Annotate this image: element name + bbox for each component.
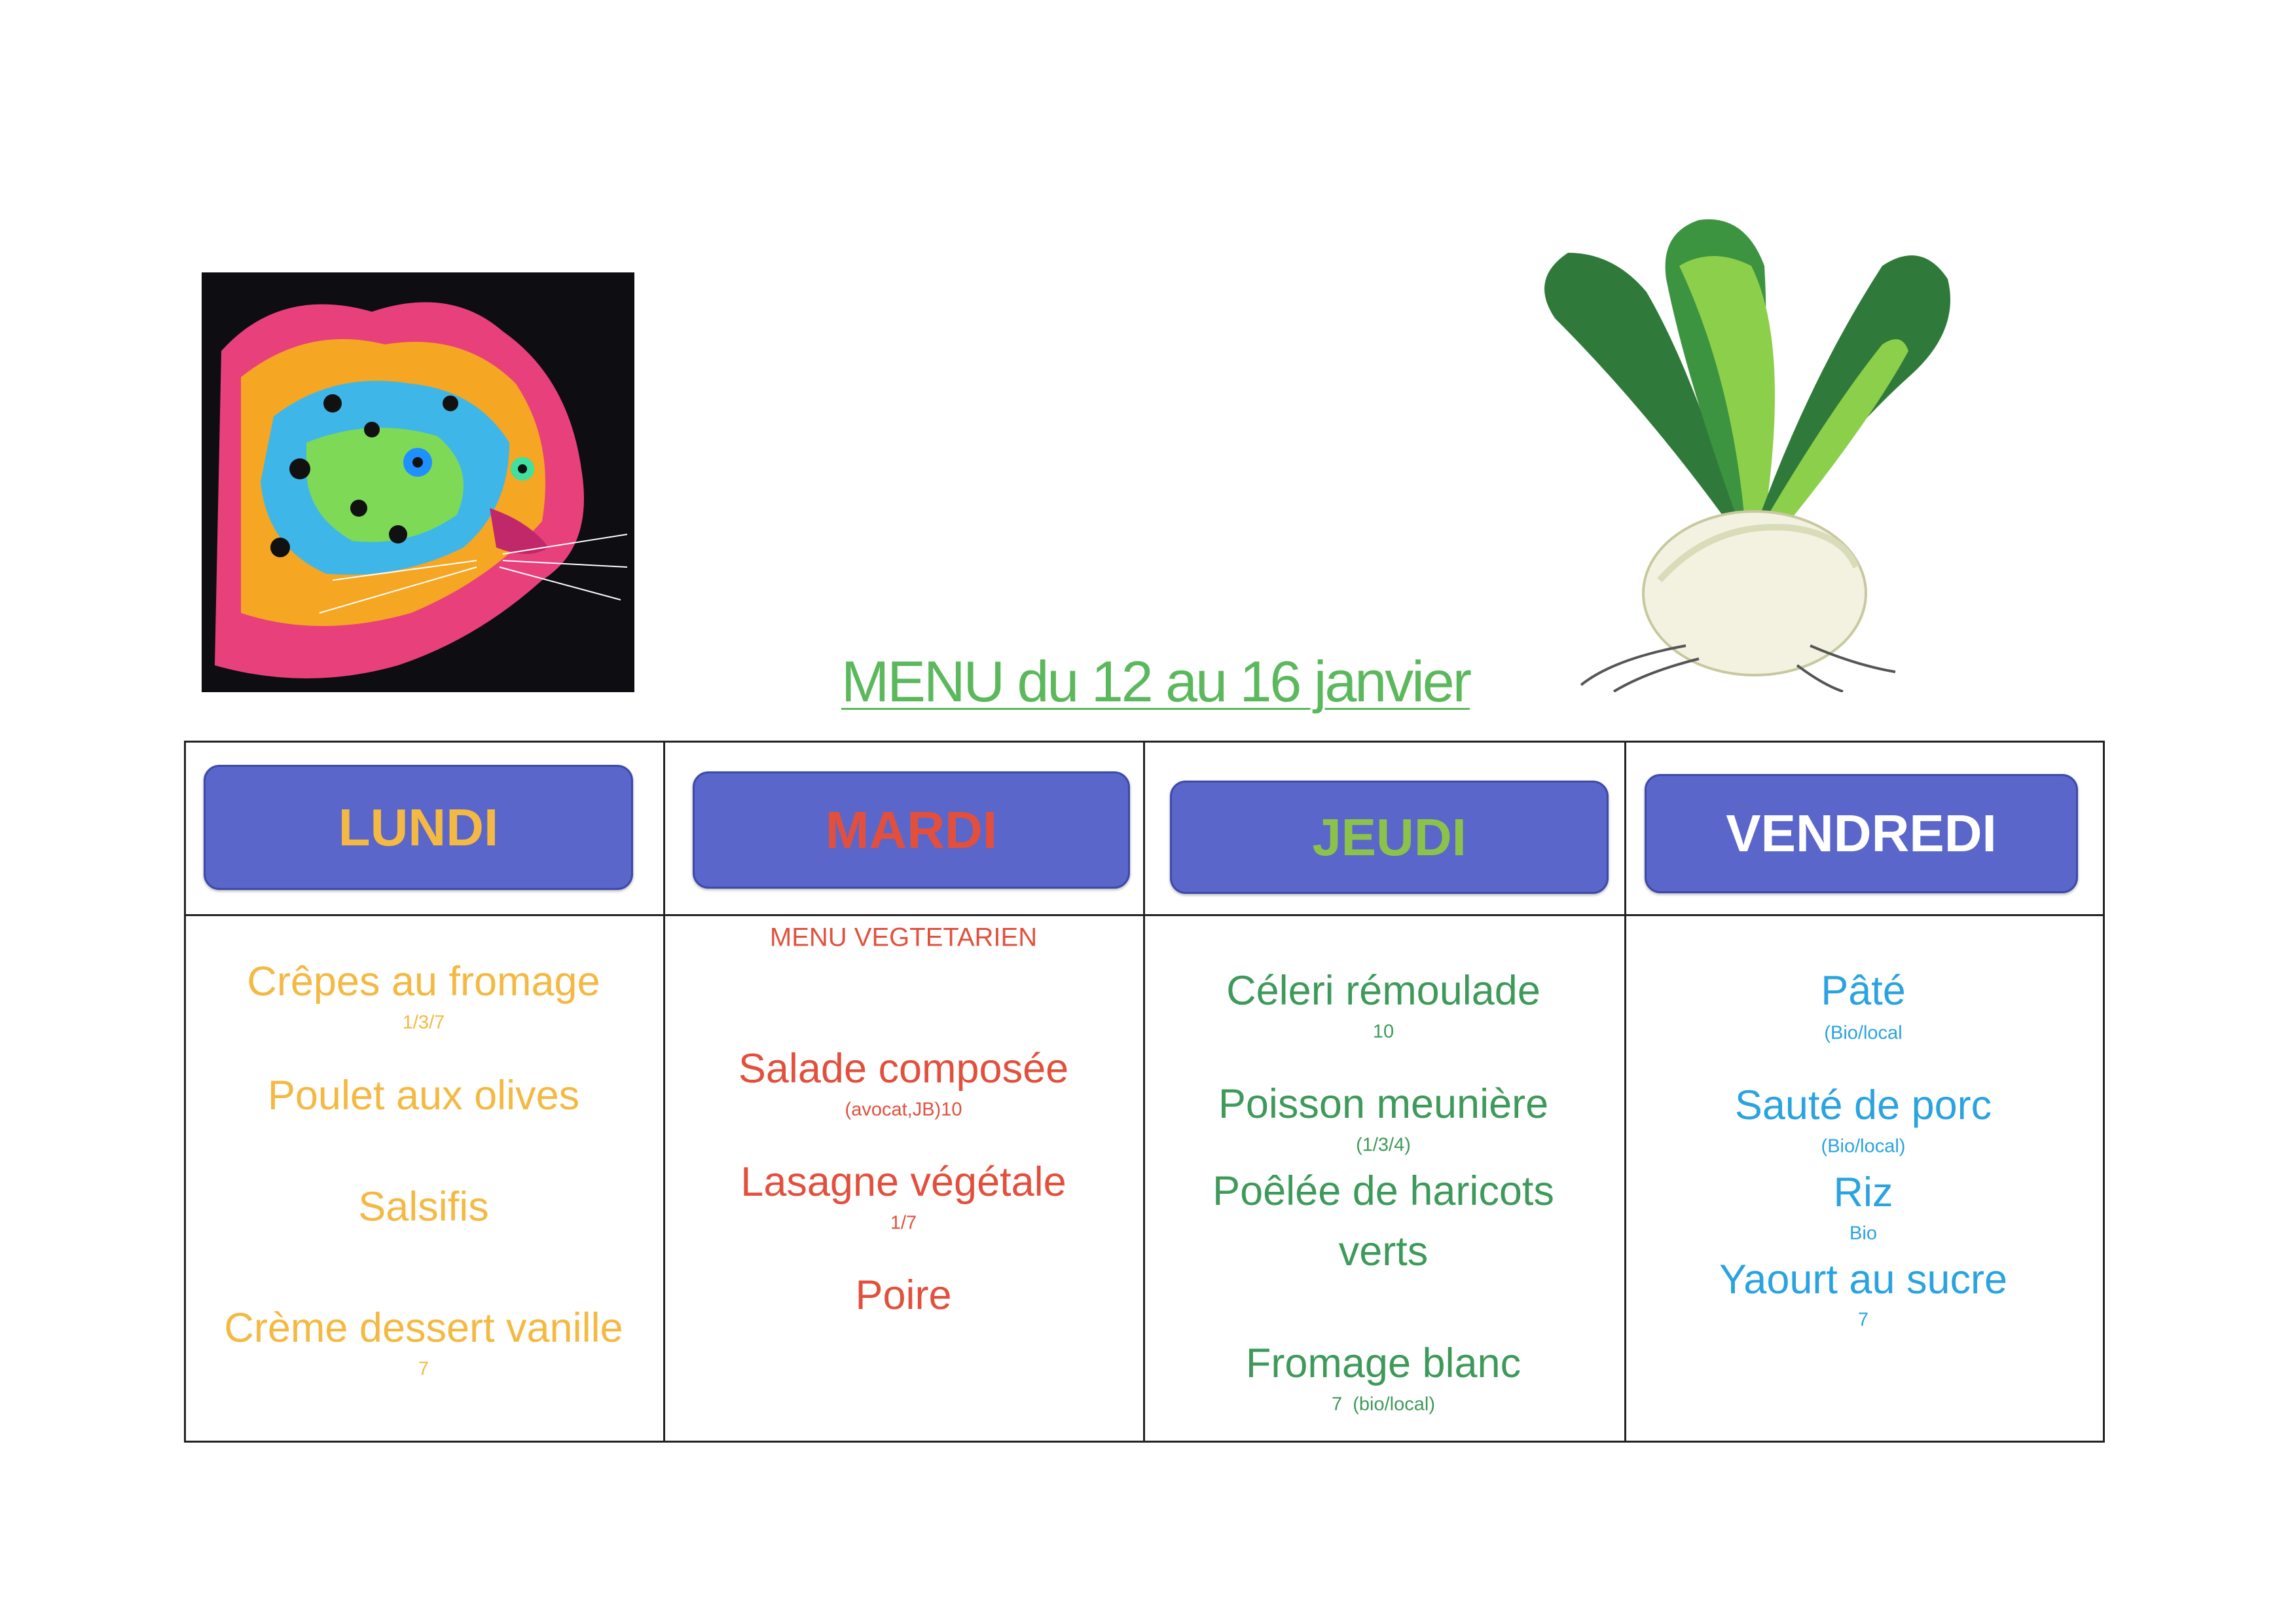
leopard-illustration xyxy=(202,272,634,692)
dish-continued: verts xyxy=(1338,1228,1429,1274)
dish: Céleri rémoulade xyxy=(1226,968,1540,1014)
menu-title: MENU du 12 au 16 janvier xyxy=(841,649,1472,714)
allergen-note: 7 (bio/local) xyxy=(1332,1393,1435,1415)
day-header-jeudi: JEUDI xyxy=(1170,781,1609,894)
allergen-note: 1/7 xyxy=(890,1212,917,1234)
dish: Riz xyxy=(1833,1170,1893,1215)
turnip-illustration xyxy=(1516,213,1972,693)
vegetarian-menu-label: MENU VEGTETARIEN xyxy=(769,923,1038,952)
column-divider xyxy=(663,741,665,1443)
day-header-lundi: LUNDI xyxy=(204,765,633,890)
origin-note: (Bio/local xyxy=(1824,1022,1903,1044)
allergen-note: (avocat,JB)10 xyxy=(845,1099,962,1120)
allergen-note: 7 xyxy=(418,1358,429,1380)
origin-note: Bio xyxy=(1850,1223,1877,1244)
dish: Poêlée de haricots xyxy=(1212,1168,1554,1214)
origin-note: (Bio/local) xyxy=(1821,1135,1906,1157)
allergen-note: 7 xyxy=(1857,1309,1869,1331)
dish: Lasagne végétale xyxy=(740,1159,1066,1205)
allergen-note: 1/3/7 xyxy=(402,1012,445,1033)
column-divider xyxy=(1143,741,1145,1443)
dish: Crêpes au fromage xyxy=(247,959,600,1005)
dish: Crème dessert vanille xyxy=(224,1305,623,1351)
allergen-note: (1/3/4) xyxy=(1356,1134,1411,1156)
day-header-mardi: MARDI xyxy=(693,771,1130,889)
allergen-note: 10 xyxy=(1372,1021,1394,1043)
dish: Poire xyxy=(855,1272,952,1318)
dish: Salsifis xyxy=(358,1184,489,1230)
dish: Sauté de porc xyxy=(1734,1082,1992,1128)
dish: Yaourt au sucre xyxy=(1719,1257,2008,1302)
day-header-vendredi: VENDREDI xyxy=(1645,774,2078,893)
dish: Poisson meunière xyxy=(1218,1081,1549,1127)
dish: Pâté xyxy=(1821,968,1906,1014)
dish: Salade composée xyxy=(738,1046,1069,1092)
dish: Fromage blanc xyxy=(1245,1340,1522,1386)
table-border-left xyxy=(184,741,186,1443)
dish: Poulet aux olives xyxy=(267,1073,580,1118)
column-divider xyxy=(1624,741,1626,1443)
table-border-right xyxy=(2103,741,2105,1443)
